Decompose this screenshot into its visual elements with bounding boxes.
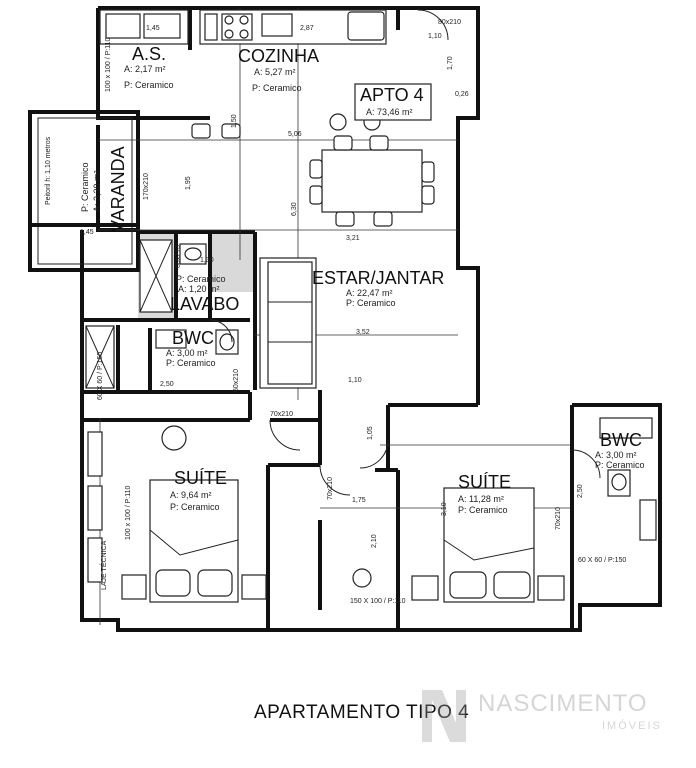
dining-table xyxy=(309,135,435,227)
estar-floor: P: Ceramico xyxy=(346,298,396,308)
dim-label: 1,50 xyxy=(231,114,238,128)
bwc1-area: A: 3,00 m² xyxy=(166,348,208,358)
suite1-floor: P: Ceramico xyxy=(170,502,220,512)
suite1-area: A: 9,64 m² xyxy=(170,490,212,500)
logo-watermark: NASCIMENTO IMÓVEIS xyxy=(420,682,685,752)
room-suite2: SUÍTE A: 11,28 m² P: Ceramico xyxy=(458,472,511,515)
as-floor: P: Ceramico xyxy=(124,80,174,90)
dim-label: 5,06 xyxy=(288,131,302,138)
window-label: 100 x 100 / P:110 xyxy=(125,486,132,540)
suite2-area: A: 11,28 m² xyxy=(458,494,504,504)
estar-name: ESTAR/JANTAR xyxy=(312,268,444,288)
estar-area: A: 22,47 m² xyxy=(346,288,393,298)
dim-label: 2,10 xyxy=(371,534,378,548)
bwc2-name: BWC xyxy=(600,430,642,450)
bwc2-floor: P: Ceramico xyxy=(595,460,645,470)
dim-label: 3,52 xyxy=(356,329,370,336)
suite1-bed xyxy=(121,425,267,603)
as-area: A: 2,17 m² xyxy=(124,64,166,74)
bwc1-fixtures xyxy=(155,329,239,355)
dim-label: 0,26 xyxy=(455,91,469,98)
dim-label: 1,45 xyxy=(80,229,94,236)
dim-label: 3,10 xyxy=(441,502,448,516)
varanda-note-group: Peitoril h: 1,10 metros xyxy=(45,136,52,205)
dim-label: 80x210 xyxy=(438,19,461,26)
varanda-area: A: 3,30 m² xyxy=(92,170,102,212)
vertical-dimension-labels: 1,70 6,30 1,95 170x210 60x210 60x210 1,0… xyxy=(105,38,584,548)
lavabo-name: LAVABO xyxy=(170,294,239,314)
dim-label: 2,50 xyxy=(160,381,174,388)
dim-label: 1,10 xyxy=(428,33,442,40)
as-name: A.S. xyxy=(132,44,166,64)
room-cozinha: COZINHA A: 5,27 m² P: Ceramico xyxy=(238,46,319,93)
room-suite1: SUÍTE A: 9,64 m² P: Ceramico xyxy=(170,468,227,512)
lavabo-area: A: 1,20 m² xyxy=(178,284,220,294)
varanda-info: A: 3,30 m² P: Ceramico xyxy=(80,162,102,212)
lavabo-fixtures xyxy=(179,243,207,265)
lavabo-floor: P: Ceramico xyxy=(176,274,226,284)
dim-label: 1,45 xyxy=(146,25,160,32)
dim-label: 2,50 xyxy=(577,484,584,498)
suite1-name: SUÍTE xyxy=(174,468,227,488)
bwc2-fixtures xyxy=(599,417,657,541)
bwc1-name: BWC xyxy=(172,328,214,348)
dim-label: 1,70 xyxy=(447,56,454,70)
dim-label: 60x210 xyxy=(233,369,240,392)
varanda-name: VARANDA xyxy=(108,146,128,232)
dim-label: 2,87 xyxy=(300,25,314,32)
dimension-labels: 1,45 2,87 80x210 1,10 0,26 5,06 3,21 1,4… xyxy=(80,19,469,504)
suite1-wardrobe xyxy=(87,431,103,583)
dim-label: 170x210 xyxy=(143,173,150,200)
room-bwc2: BWC A: 3,00 m² P: Ceramico xyxy=(595,430,645,470)
window-label: 60 X 60 / P:150 xyxy=(97,352,104,400)
cozinha-area: A: 5,27 m² xyxy=(254,67,296,77)
logo-name: NASCIMENTO xyxy=(478,690,648,717)
dim-label: 60x210 xyxy=(175,245,182,268)
window-label: 60 X 60 / P:150 xyxy=(578,557,626,564)
room-apto: APTO 4 A: 73,46 m² xyxy=(354,83,432,121)
dim-label: 70x210 xyxy=(270,411,293,418)
apto-area: A: 73,46 m² xyxy=(366,107,413,117)
logo-sub: IMÓVEIS xyxy=(602,720,662,732)
interior-walls xyxy=(82,8,574,630)
wall-fill xyxy=(210,232,255,292)
dim-label: 1,10 xyxy=(348,377,362,384)
logo-icon xyxy=(422,690,466,742)
apto-name: APTO 4 xyxy=(360,85,424,105)
bwc1-floor: P: Ceramico xyxy=(166,358,216,368)
dim-label: 100 x 100 / P:110 xyxy=(105,38,112,92)
kitchen-counter xyxy=(99,9,387,45)
window-labels: 100 x 100 / P:110 60 X 60 / P:150 150 X … xyxy=(97,352,626,605)
room-lavabo: P: Ceramico A: 1,20 m² LAVABO xyxy=(170,274,239,314)
dim-label: 1,05 xyxy=(367,426,374,440)
dim-label: 1,30 xyxy=(200,257,214,264)
laje-label: LAJE TÉCNICA xyxy=(99,540,108,590)
dim-label: 70x210 xyxy=(327,477,334,500)
cozinha-floor: P: Ceramico xyxy=(252,83,302,93)
suite2-bed xyxy=(352,487,565,603)
dim-label: 6,30 xyxy=(291,202,298,216)
door-swings xyxy=(209,9,601,496)
room-varanda: VARANDA xyxy=(108,146,128,232)
shaft-marks xyxy=(85,239,173,389)
varanda-floor: P: Ceramico xyxy=(80,162,90,212)
cozinha-name: COZINHA xyxy=(238,46,319,66)
dim-label: 70x210 xyxy=(555,507,562,530)
bwc2-area: A: 3,00 m² xyxy=(595,450,637,460)
kitchen-stools xyxy=(191,113,381,139)
dim-label: 3,21 xyxy=(346,235,360,242)
varanda-note: Peitoril h: 1,10 metros xyxy=(45,136,52,205)
window-label: 150 X 100 / P:110 xyxy=(350,598,406,605)
sofa xyxy=(259,257,317,389)
plan-caption: APARTAMENTO TIPO 4 xyxy=(254,702,470,723)
room-bwc1: BWC A: 3,00 m² P: Ceramico xyxy=(166,328,216,368)
dim-label: 1,95 xyxy=(185,176,192,190)
room-as: A.S. A: 2,17 m² P: Ceramico xyxy=(124,44,174,90)
room-estar: ESTAR/JANTAR A: 22,47 m² P: Ceramico xyxy=(312,268,444,308)
suite2-name: SUÍTE xyxy=(458,472,511,492)
dim-label: 1,75 xyxy=(352,497,366,504)
suite2-floor: P: Ceramico xyxy=(458,505,508,515)
